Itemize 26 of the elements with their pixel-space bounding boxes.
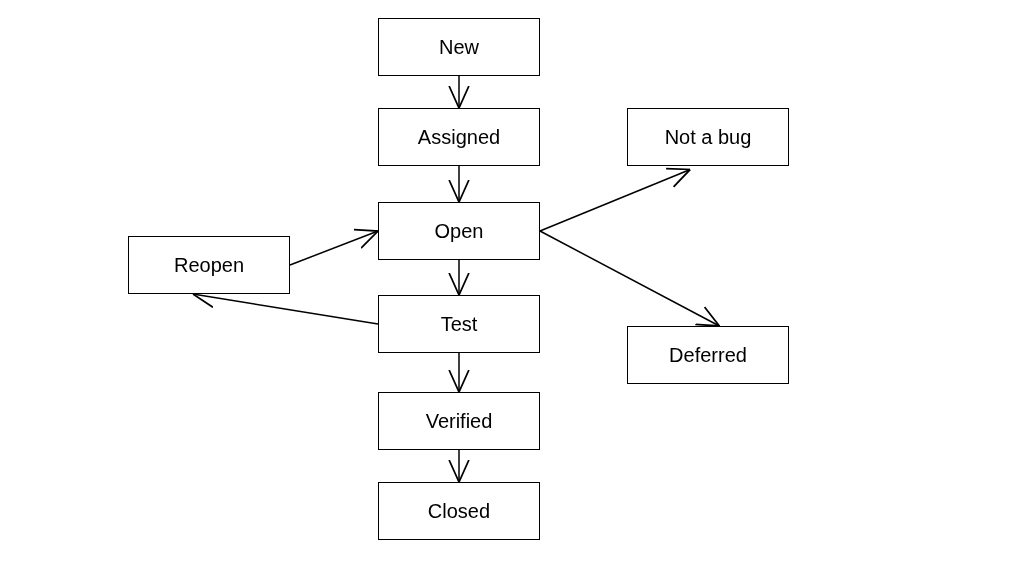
arrow	[539, 230, 721, 327]
state-label: Open	[434, 219, 484, 243]
state-label: Not a bug	[664, 125, 752, 149]
arrow	[448, 259, 470, 296]
state-box	[378, 108, 540, 166]
state-label: Reopen	[173, 253, 245, 277]
state-label: Deferred	[669, 343, 747, 367]
arrow	[448, 165, 470, 203]
state-box	[128, 236, 290, 294]
arrow	[448, 75, 470, 109]
state-label: Test	[440, 312, 478, 336]
state-box	[378, 18, 540, 76]
state-label: Assigned	[417, 125, 501, 149]
state-box	[627, 108, 789, 166]
arrow	[289, 228, 379, 266]
state-label: New	[439, 35, 479, 59]
state-box	[627, 326, 789, 384]
state-label: Closed	[427, 499, 491, 523]
arrow	[539, 167, 692, 232]
arrow	[448, 352, 470, 393]
state-box	[378, 202, 540, 260]
arrow	[448, 449, 470, 483]
state-label: Verified	[425, 409, 493, 433]
state-box	[378, 295, 540, 353]
state-box	[378, 482, 540, 540]
state-box	[378, 392, 540, 450]
